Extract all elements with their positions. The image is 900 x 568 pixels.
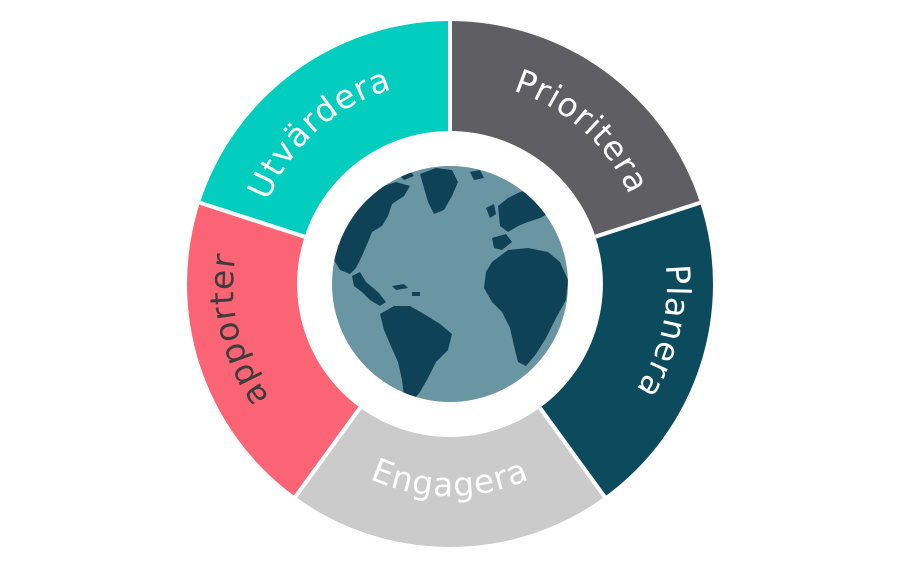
segment-prioritera [450, 21, 701, 237]
segment-rapportera [187, 202, 361, 497]
segment-planera [539, 202, 713, 497]
segment-engagera [295, 407, 605, 548]
globe-icon [332, 166, 568, 402]
segment-utvardera [199, 21, 450, 237]
cycle-ring [187, 21, 713, 548]
segment-dividers [197, 19, 703, 500]
